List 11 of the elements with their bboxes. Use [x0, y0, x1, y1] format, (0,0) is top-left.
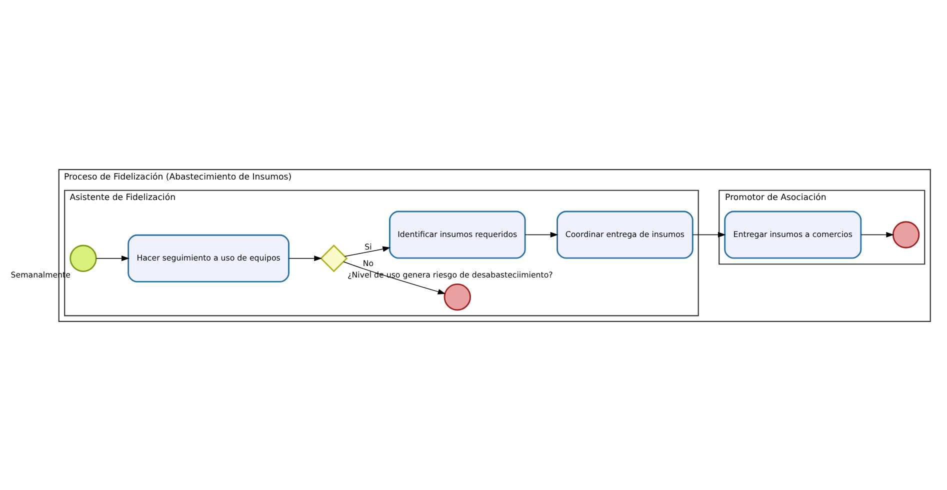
arrow [288, 255, 322, 261]
node-circle [444, 282, 471, 310]
arrow [96, 255, 130, 261]
arrow [692, 232, 726, 238]
arrow [860, 232, 894, 238]
node-circle [892, 220, 920, 248]
node-circle [70, 244, 97, 272]
node-diamond [320, 244, 348, 272]
arrow [344, 246, 391, 256]
arrow [343, 260, 446, 294]
arrow [524, 232, 558, 238]
